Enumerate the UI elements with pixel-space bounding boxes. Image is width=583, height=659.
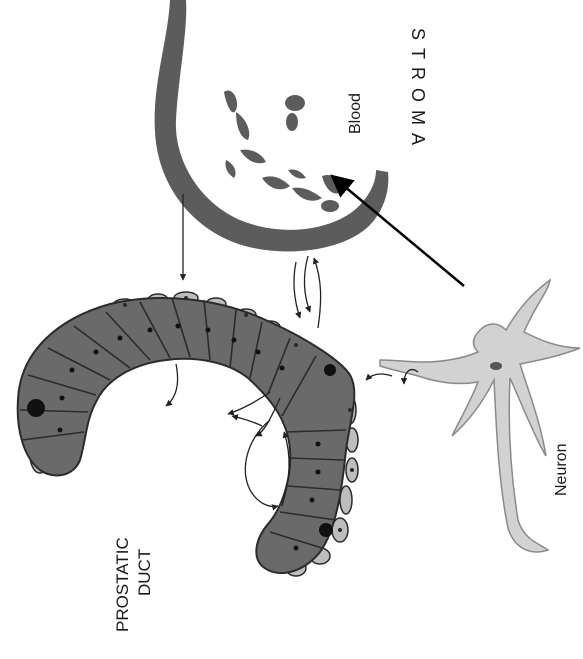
neuron-body — [380, 280, 580, 552]
duct-body — [18, 298, 355, 573]
prostatic-duct — [18, 292, 358, 576]
blood-cells — [224, 91, 344, 212]
prostatic-label: PROSTATIC — [113, 537, 132, 632]
neuron-label: Neuron — [553, 444, 570, 496]
blood-label: Blood — [347, 93, 364, 134]
duct-label: DUCT — [135, 549, 154, 596]
neuron-nucleus — [490, 362, 502, 370]
neuron — [380, 280, 580, 552]
stroma-label: STROMA — [408, 28, 428, 153]
